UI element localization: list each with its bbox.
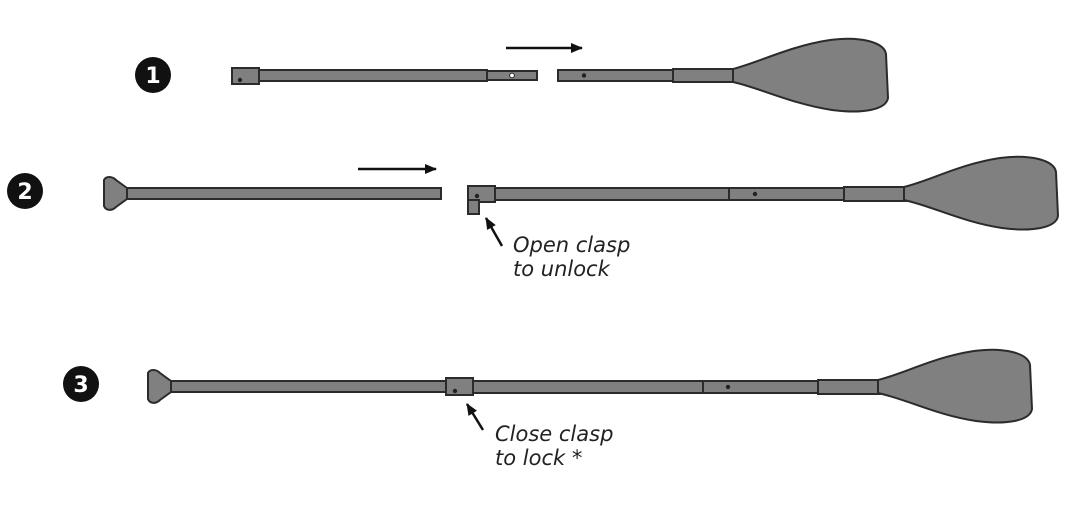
step-3-number: 3 bbox=[73, 373, 88, 398]
step-2-handle-shaft bbox=[103, 176, 442, 211]
step-3-t-handle bbox=[147, 369, 172, 404]
step-2-badge: 2 bbox=[7, 173, 43, 209]
step-1: 1 bbox=[135, 37, 890, 113]
step-2-callout-line-2: to unlock bbox=[513, 257, 611, 281]
step-1-lower-shaft bbox=[231, 67, 538, 85]
step-2-number: 2 bbox=[17, 180, 32, 205]
step-2-callout-line-1: Open clasp bbox=[513, 233, 630, 257]
step-1-blade bbox=[732, 37, 890, 113]
step-2-t-handle bbox=[103, 176, 128, 211]
step-3-callout-arrow bbox=[465, 403, 485, 431]
step-3-badge: 3 bbox=[63, 366, 99, 402]
step-2: 2 Open clasp to unlock bbox=[7, 155, 1060, 281]
step-3-callout-line-2: to lock * bbox=[495, 446, 582, 470]
step-1-badge: 1 bbox=[135, 57, 171, 93]
step-2-callout: Open clasp to unlock bbox=[513, 233, 630, 281]
step-3-assembled-paddle bbox=[147, 348, 1034, 424]
step-1-blade-section bbox=[557, 37, 890, 113]
step-3-clasp-closed bbox=[445, 377, 474, 396]
step-3-callout-line-1: Close clasp bbox=[495, 422, 613, 446]
step-2-callout-arrow bbox=[484, 217, 504, 247]
step-3: 3 Close clasp to lock * bbox=[63, 348, 1034, 470]
step-2-blade bbox=[903, 155, 1060, 231]
step-3-blade bbox=[877, 348, 1034, 424]
step-2-lower-assembly bbox=[467, 155, 1060, 231]
step-1-number: 1 bbox=[145, 64, 160, 89]
step-3-callout: Close clasp to lock * bbox=[495, 422, 613, 470]
